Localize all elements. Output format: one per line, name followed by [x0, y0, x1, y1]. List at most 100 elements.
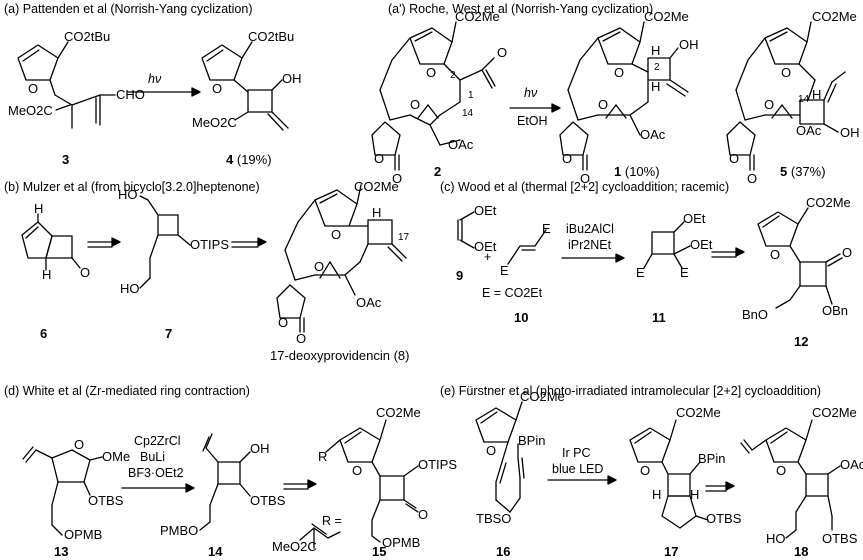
- condition-d-reagent1: Cp2ZrCl: [134, 434, 181, 448]
- label-opmb: OPMB: [382, 535, 421, 550]
- label-co2me: CO2Me: [806, 195, 851, 210]
- compound-11-number: 11: [652, 310, 666, 325]
- arrows-b2: [231, 237, 267, 248]
- condition-a2-light: hν: [524, 86, 538, 100]
- condition-e-light: blue LED: [552, 462, 604, 476]
- compound-4-number: 4 (19%): [226, 152, 272, 167]
- label-e: E: [542, 221, 551, 236]
- label-otbs: OTBS: [88, 493, 124, 508]
- locant-17: 17: [398, 232, 410, 243]
- structure-10: [507, 229, 547, 265]
- label-oet: OEt: [683, 211, 706, 226]
- label-oac: OAc: [840, 457, 863, 472]
- structure-1: [559, 21, 689, 171]
- arrows-c2: [711, 247, 745, 258]
- label-o-furan: O: [614, 65, 625, 80]
- structure-16: [475, 401, 525, 513]
- label-oac: OAc: [640, 127, 666, 142]
- structure-13: [22, 446, 103, 536]
- condition-e-catalyst: Ir PC: [562, 446, 591, 460]
- panel-title-d: (d) White et al (Zr-mediated ring contra…: [4, 384, 250, 398]
- label-otbs: OTBS: [822, 531, 858, 546]
- label-o-lactone: O: [278, 315, 289, 330]
- compound-10-number: 10: [514, 310, 529, 325]
- locant-1: 1: [468, 90, 474, 101]
- label-o-epoxide: O: [314, 259, 325, 274]
- compound-3-number: 3: [62, 152, 70, 167]
- label-cho: CHO: [116, 87, 145, 102]
- condition-d-rdef: R =: [322, 514, 342, 528]
- label-h: H: [651, 43, 661, 58]
- locant-2: 2: [450, 70, 456, 81]
- label-o-furan: O: [770, 247, 781, 262]
- label-o-furan: O: [331, 227, 342, 242]
- label-opmb: OPMB: [64, 527, 103, 542]
- label-o-furan: O: [486, 443, 497, 458]
- arrow-c: [561, 253, 625, 263]
- label-h: H: [652, 487, 662, 502]
- panel-title-e: (e) Fürstner et al (photo-irradiated int…: [440, 384, 822, 398]
- structure-7: [139, 195, 191, 289]
- label-o-epoxide: O: [410, 97, 421, 112]
- label-oh: OH: [679, 37, 699, 52]
- label-e: E: [680, 265, 689, 280]
- structure-12: [757, 207, 843, 309]
- label-bpin: BPin: [698, 451, 726, 466]
- compound-17-number: 17: [664, 544, 679, 559]
- label-ho: HO: [118, 187, 138, 202]
- panel-title-b: (b) Mulzer et al (from bicyclo[3.2.0]hep…: [4, 180, 260, 194]
- label-otips: OTIPS: [418, 457, 458, 472]
- compound-5-number: 5 (37%): [780, 164, 826, 179]
- label-h: H: [42, 267, 52, 282]
- arrow-a2: [509, 103, 561, 113]
- label-oac: OAc: [796, 123, 822, 138]
- panel-title-a-prime: (a') Roche, West et al (Norrish-Yang cyc…: [388, 2, 654, 16]
- compound-9-number: 9: [456, 268, 464, 283]
- arrows-b1: [87, 237, 121, 248]
- compound-14-number: 14: [208, 544, 223, 559]
- structure-18: [740, 419, 841, 539]
- label-r: R: [318, 449, 328, 464]
- compound-6-number: 6: [40, 326, 48, 341]
- locant-14: 14: [798, 94, 810, 105]
- label-bpin: BPin: [518, 433, 546, 448]
- structure-4: [201, 41, 289, 131]
- label-o-epoxide: O: [764, 97, 775, 112]
- label-o-epoxide: O: [598, 97, 609, 112]
- label-otbs: OTBS: [250, 493, 286, 508]
- label-ome: OMe: [102, 449, 131, 464]
- label-o-ketone: O: [842, 245, 853, 260]
- label-o-lactone: O: [562, 151, 573, 166]
- label-meo2c: MeO2C: [192, 115, 237, 130]
- condition-c-plus: +: [484, 250, 492, 264]
- structure-2: [371, 21, 496, 171]
- label-oet: OEt: [474, 239, 497, 254]
- label-co2me: CO2Me: [812, 405, 857, 420]
- condition-d-reagent3: BF3·OEt2: [128, 466, 184, 480]
- arrow-a: [127, 87, 201, 97]
- compound-16-number: 16: [496, 544, 511, 559]
- label-h: H: [690, 487, 700, 502]
- label-o-lactone: O: [374, 151, 385, 166]
- label-o-carbonyl: O: [747, 171, 758, 186]
- label-o-ring: O: [74, 437, 85, 452]
- label-co2me: CO2Me: [455, 9, 500, 24]
- condition-c-reagent1: iBu2AlCl: [566, 222, 614, 236]
- label-o-furan: O: [28, 81, 39, 96]
- label-oac: OAc: [356, 295, 382, 310]
- arrows-d2: [283, 479, 317, 490]
- structure-8: [276, 184, 407, 333]
- compound-1-number: 1 (10%): [614, 164, 660, 179]
- compound-7-number: 7: [165, 326, 173, 341]
- label-oh: OH: [282, 71, 302, 86]
- condition-d-reagent2: BuLi: [140, 450, 166, 464]
- label-co2me: CO2Me: [354, 179, 399, 194]
- label-bno: BnO: [742, 307, 769, 322]
- locant-14: 14: [462, 108, 474, 119]
- panel-title-a: (a) Pattenden et al (Norrish-Yang cycliz…: [4, 2, 253, 16]
- arrows-e2: [705, 481, 735, 492]
- compound-8-name: 17-deoxyprovidencin (8): [270, 348, 410, 363]
- label-o-furan: O: [212, 81, 223, 96]
- label-co2me: CO2Me: [676, 405, 721, 420]
